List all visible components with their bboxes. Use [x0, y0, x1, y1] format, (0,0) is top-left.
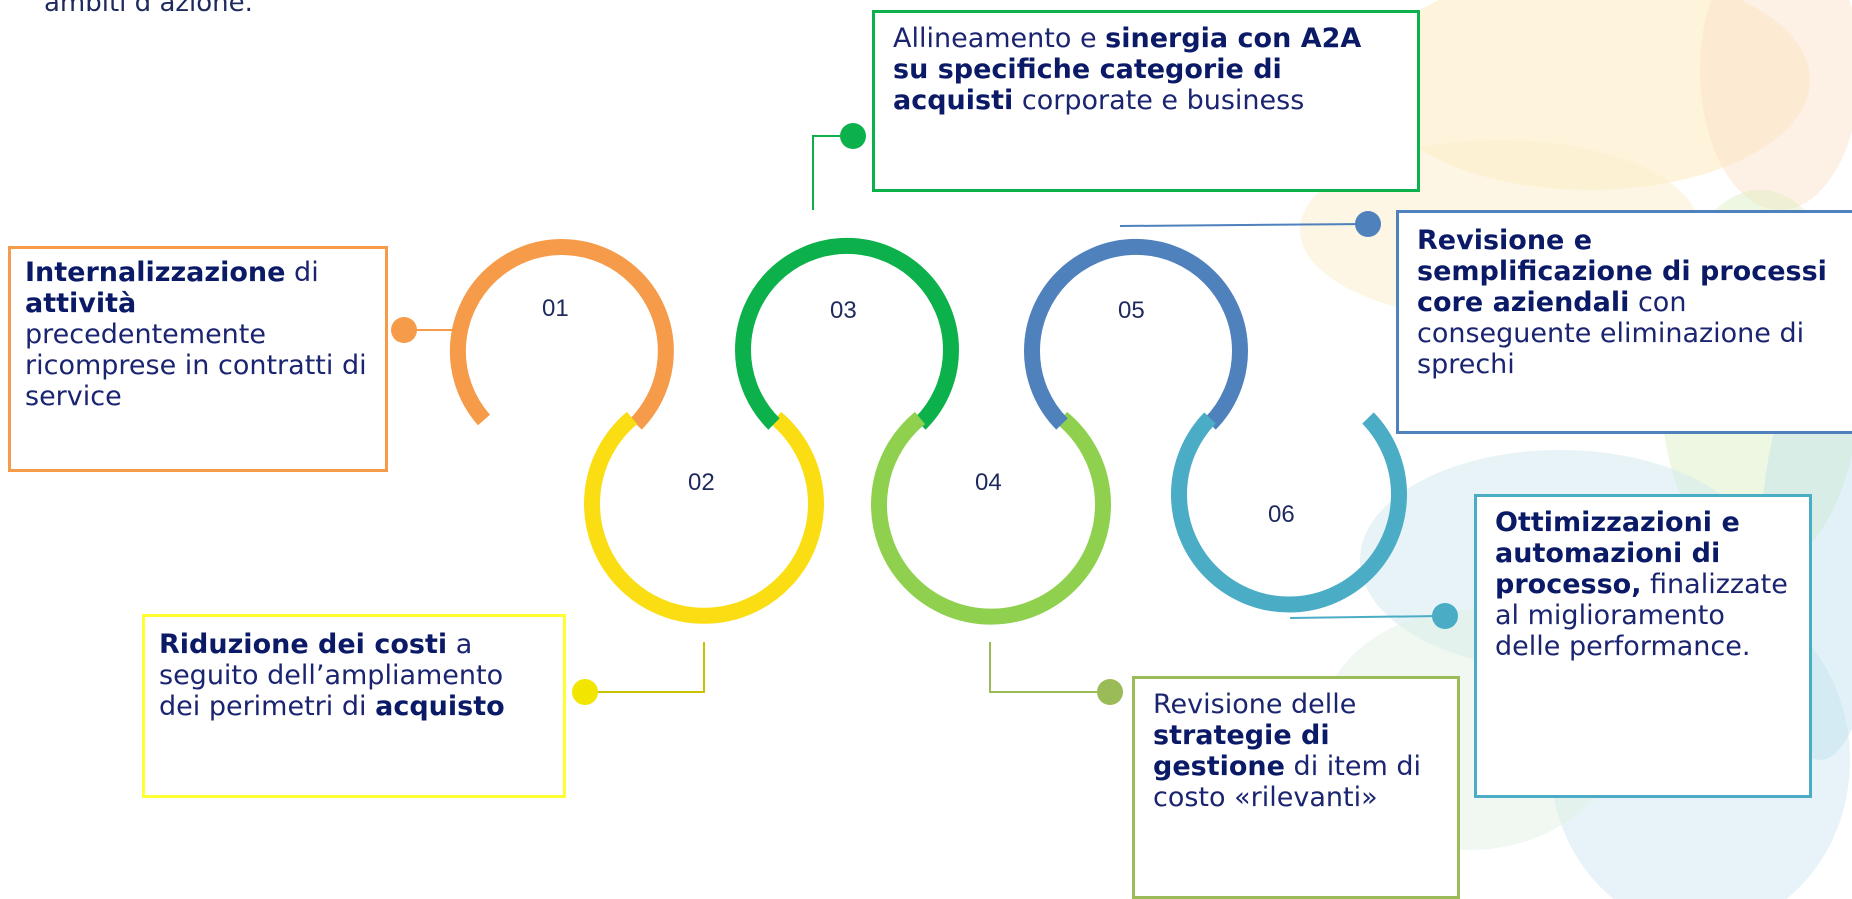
step-05-number: 05 — [1118, 297, 1145, 324]
box1-text-a: di — [285, 257, 319, 288]
connector-04 — [989, 642, 1110, 693]
dot-02 — [572, 679, 598, 705]
box-revisione-strategie: Revisione delle strategie di gestione di… — [1132, 676, 1460, 899]
box-ottimizzazioni: Ottimizzazioni e automazioni di processo… — [1474, 494, 1812, 798]
step-03-arc — [735, 237, 959, 430]
box4-text-a: Revisione delle — [1153, 689, 1357, 720]
step-03-number: 03 — [830, 297, 857, 324]
connector-02 — [585, 642, 705, 693]
step-04-arc — [871, 411, 1111, 625]
step-02-number: 02 — [688, 469, 715, 496]
box2-bold-b: acquisto — [375, 691, 505, 722]
box6-text: finalizzate al miglioramento delle perfo… — [1495, 569, 1788, 662]
intro-text: ambiti d’azione. — [44, 0, 253, 18]
step-04-number: 04 — [975, 469, 1002, 496]
box1-bold-b: attività — [25, 288, 137, 319]
dot-01 — [391, 317, 417, 343]
box3-text-b: corporate e business — [1013, 85, 1305, 116]
box3-bold: sinergia con A2A su specifiche categorie… — [893, 23, 1362, 116]
box3-text-a: Allineamento e — [893, 23, 1106, 54]
step-01-arc — [449, 239, 674, 430]
box-riduzione-costi: Riduzione dei costi a seguito dell’ampli… — [142, 614, 566, 798]
box-internalizzazione: Internalizzazione di attività precedente… — [8, 246, 388, 472]
box1-bold-title: Internalizzazione — [25, 257, 286, 288]
box4-text-b: di item di costo «rilevanti» — [1153, 751, 1421, 813]
connector-05 — [1119, 223, 1369, 227]
box1-text-b: precedentemente ricomprese in contratti … — [25, 319, 367, 412]
dot-03 — [840, 123, 866, 149]
box5-bold: Revisione e semplificazione di processi … — [1417, 225, 1827, 318]
connector-06 — [1289, 615, 1441, 619]
box2-bold-title: Riduzione dei costi — [159, 629, 448, 660]
box5-text: con conseguente eliminazione di sprechi — [1417, 287, 1805, 380]
dot-06 — [1432, 603, 1458, 629]
step-01-number: 01 — [542, 295, 569, 322]
connector-03 — [812, 135, 850, 210]
box2-text: a seguito dell’ampliamento dei perimetri… — [159, 629, 504, 722]
box6-bold: Ottimizzazioni e automazioni di processo… — [1495, 507, 1740, 600]
step-02-arc — [584, 411, 824, 624]
box-allineamento: Allineamento e sinergia con A2A su speci… — [872, 10, 1420, 192]
box4-bold: strategie di gestione — [1153, 720, 1330, 782]
dot-04 — [1097, 679, 1123, 705]
dot-05 — [1355, 211, 1381, 237]
box-revisione-processi: Revisione e semplificazione di processi … — [1396, 210, 1852, 434]
step-06-number: 06 — [1268, 501, 1295, 528]
step-06-arc — [1171, 412, 1407, 613]
step-05-arc — [1024, 238, 1248, 430]
